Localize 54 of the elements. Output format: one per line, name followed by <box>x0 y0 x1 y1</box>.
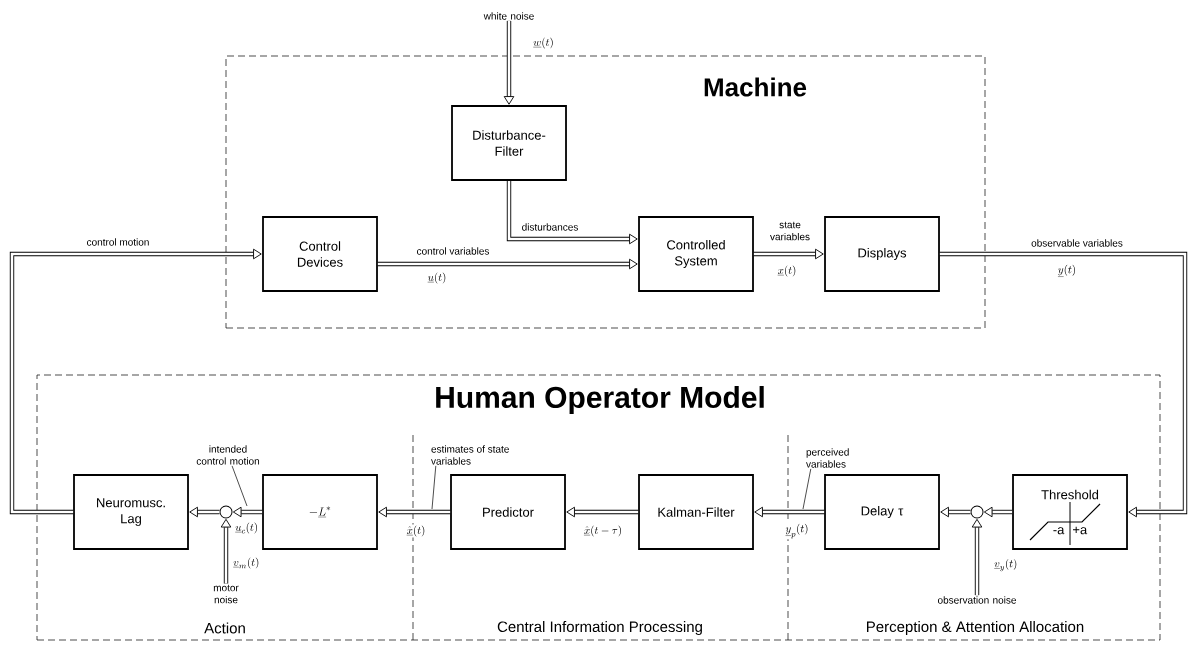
note-text: perceived variables <box>806 448 849 468</box>
summing-junction <box>219 505 233 519</box>
signal-label: $\underline{x}(t)$ <box>776 264 798 278</box>
process-box: Disturbance-Filter <box>451 105 567 181</box>
process-box: Controlled System <box>638 216 754 292</box>
arrow <box>503 20 515 105</box>
arrow <box>983 506 1013 518</box>
edge-label: $\hat{\underline{x}}(t)$ <box>405 524 427 538</box>
process-box: Control Devices <box>262 216 378 292</box>
edge-label: $\underline{v}_{m}(t)$ <box>232 556 261 570</box>
arrow <box>971 518 983 596</box>
edge-label: control motion <box>85 237 151 247</box>
edge-label: $\hat{\underline{x}}(t-\tau)$ <box>582 524 624 538</box>
note-text: white noise <box>483 12 534 20</box>
threshold-box: Threshold -a +a <box>1012 474 1128 550</box>
leader-line <box>431 465 437 510</box>
arrow <box>378 506 451 518</box>
edge-label: $\underline{v}_{y}(t)$ <box>993 557 1019 573</box>
arrow <box>189 506 220 518</box>
section-title: Perception & Attention Allocation <box>867 621 1084 635</box>
process-box: Delay τ <box>824 474 940 550</box>
signal-label: $\underline{y}(t)$ <box>1056 263 1078 279</box>
leader-line <box>231 465 248 507</box>
process-box: $-\underline{L}^{*}$ <box>262 474 378 550</box>
edge-label: disturbances <box>520 222 580 232</box>
process-box: Displays <box>824 216 940 292</box>
process-box: Kalman-Filter <box>638 474 754 550</box>
arrow <box>754 506 825 518</box>
arrow <box>506 180 638 245</box>
edge-label: $\underline{w}(t)$ <box>532 36 555 50</box>
note-text: motor noise <box>213 584 239 604</box>
section-title: Central Information Processing <box>497 621 702 635</box>
note-text: intended control motion <box>196 445 259 465</box>
leader-line <box>802 468 812 510</box>
signal-label: $\underline{u}(t)$ <box>426 271 448 285</box>
note-text: observation noise <box>937 596 1016 604</box>
process-box: Predictor <box>450 474 566 550</box>
edge-label: observable variables <box>1030 238 1124 248</box>
section-title: Action <box>204 622 245 634</box>
arrow <box>753 248 824 260</box>
arrow <box>940 506 971 518</box>
arrow <box>377 258 638 270</box>
arrow <box>566 506 639 518</box>
arrow <box>232 506 263 518</box>
summing-junction <box>970 505 984 519</box>
edge-label: control variables <box>415 246 491 256</box>
edge-label: $\underline{y}_{p}(t)$ <box>784 522 810 540</box>
arrow <box>939 251 1188 518</box>
edge-label: $\underline{u}_{c}(t)$ <box>234 521 260 535</box>
arrow <box>9 248 262 515</box>
edge-label: state variables <box>764 220 816 242</box>
arrow <box>220 518 232 584</box>
process-box: Neuromusc. Lag <box>73 474 189 550</box>
note-text: estimates of state variables <box>431 445 509 465</box>
